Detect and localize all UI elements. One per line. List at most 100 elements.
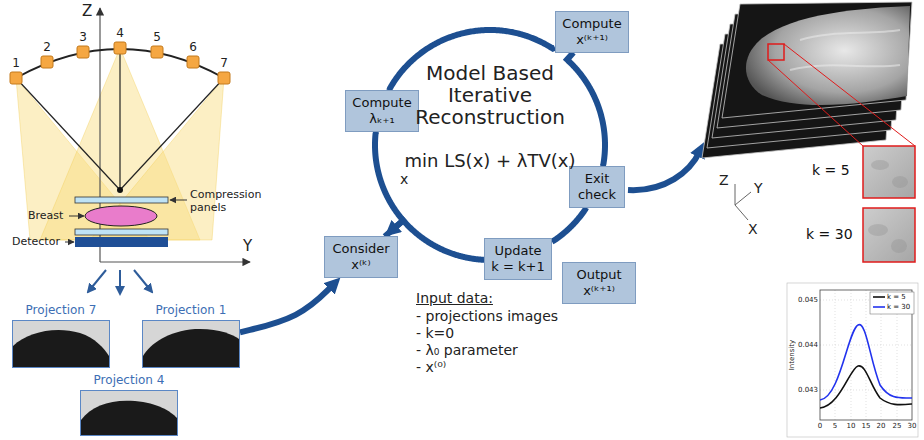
central-rays bbox=[16, 48, 224, 190]
x-ray-sources bbox=[10, 42, 230, 84]
source-number: 1 bbox=[12, 56, 20, 70]
profile-curve bbox=[820, 325, 912, 400]
axis bbox=[735, 192, 751, 205]
source-number: 6 bbox=[189, 40, 197, 54]
source bbox=[218, 72, 230, 84]
axis-label: Z bbox=[719, 172, 729, 189]
legend-line bbox=[873, 304, 885, 310]
connector bbox=[392, 220, 484, 259]
source bbox=[41, 56, 53, 68]
source-number: 3 bbox=[79, 30, 87, 44]
box-label: Output x⁽ᵏ⁺¹⁾ bbox=[568, 267, 630, 298]
ray bbox=[120, 78, 224, 190]
legend-line bbox=[873, 296, 885, 298]
texture bbox=[892, 176, 908, 188]
projection-title: Projection 4 bbox=[71, 373, 187, 387]
process-box: Exit check bbox=[569, 166, 625, 207]
part-label: Breast bbox=[28, 209, 63, 222]
input-item: - k=0 bbox=[416, 325, 454, 342]
grid-line bbox=[851, 290, 852, 420]
grid-line bbox=[820, 345, 912, 346]
source-number: 2 bbox=[43, 40, 51, 54]
axis bbox=[735, 205, 748, 220]
axis-triad bbox=[735, 184, 751, 220]
input-item: - λ₀ parameter bbox=[416, 342, 518, 359]
projection-ground bbox=[13, 321, 109, 367]
source bbox=[114, 42, 126, 54]
compression-panel bbox=[75, 229, 168, 235]
plot-area bbox=[820, 290, 912, 420]
projection-arrows bbox=[88, 270, 152, 294]
source bbox=[10, 72, 22, 84]
grid-line bbox=[866, 290, 867, 420]
input-item: - x⁽⁰⁾ bbox=[416, 359, 446, 376]
iteration-label: k = 5 bbox=[812, 162, 850, 179]
breast bbox=[85, 206, 157, 226]
part-label: Compression panels bbox=[190, 188, 268, 214]
axis-label: Y bbox=[243, 237, 252, 255]
axis-label: Z bbox=[82, 2, 92, 20]
leader-arrow bbox=[65, 242, 74, 243]
part-label: Detector bbox=[12, 235, 60, 248]
iteration-label: k = 30 bbox=[806, 226, 853, 243]
connector bbox=[567, 53, 605, 167]
axis-title: Intensity bbox=[788, 340, 796, 370]
loop-title: Model Based Iterative Reconstruction bbox=[410, 62, 570, 128]
zoom-inset bbox=[863, 208, 915, 262]
tick-label: 20 bbox=[877, 422, 886, 430]
box-label: Exit check bbox=[575, 171, 619, 202]
tick-label: 5 bbox=[833, 422, 837, 430]
process-box: Consider x⁽ᵏ⁾ bbox=[324, 236, 398, 277]
texture bbox=[891, 239, 907, 253]
legend-text: k = 30 bbox=[887, 303, 910, 311]
axis-label: X bbox=[748, 221, 758, 238]
tick-label: 0 bbox=[818, 422, 822, 430]
projection-silhouette bbox=[13, 330, 109, 367]
tick-label: 0.044 bbox=[798, 341, 818, 349]
projection-image: Projection 4 bbox=[80, 390, 178, 436]
mammogram-tissue bbox=[790, 30, 900, 70]
zoom-leader bbox=[784, 44, 915, 146]
texture bbox=[871, 160, 889, 170]
source-number: 4 bbox=[116, 26, 124, 40]
projection-silhouette bbox=[81, 401, 177, 435]
legend-text: k = 5 bbox=[887, 293, 906, 301]
arrow bbox=[134, 270, 152, 292]
arrow bbox=[88, 270, 106, 292]
texture bbox=[868, 224, 888, 236]
grid-line bbox=[820, 390, 912, 391]
zoom-region bbox=[768, 44, 784, 60]
source bbox=[77, 46, 89, 58]
y-axis bbox=[100, 261, 250, 262]
leader-arrow bbox=[69, 216, 84, 217]
tick-label: 15 bbox=[862, 422, 871, 430]
source-number: 7 bbox=[220, 56, 228, 70]
input-item: - projections images bbox=[416, 308, 558, 325]
axis-label: Y bbox=[754, 180, 763, 197]
leader-arrow bbox=[170, 200, 187, 201]
projection-title: Projection 1 bbox=[133, 303, 249, 317]
formula-subscript: x bbox=[400, 171, 408, 188]
tick-label: 0.043 bbox=[798, 386, 818, 394]
source bbox=[187, 56, 199, 68]
connector bbox=[240, 285, 333, 333]
objective-formula: min LS(x) + λTV(x) bbox=[405, 150, 576, 172]
source-number: 5 bbox=[153, 30, 161, 44]
box-label: Update k = k+1 bbox=[490, 243, 546, 274]
source bbox=[151, 46, 163, 58]
slice-stack bbox=[702, 2, 912, 158]
tick-label: 10 bbox=[847, 422, 856, 430]
chart-frame bbox=[787, 283, 918, 437]
ray bbox=[16, 78, 120, 190]
projection-ground bbox=[81, 391, 177, 435]
zoom-inset bbox=[863, 146, 915, 198]
zoom-leader bbox=[768, 60, 863, 146]
tick-label: 30 bbox=[908, 422, 917, 430]
projection-ground bbox=[143, 321, 239, 367]
output-arrow bbox=[628, 151, 700, 190]
process-box: Compute λₖ₊₁ bbox=[345, 90, 419, 131]
input-heading: Input data: bbox=[416, 290, 493, 307]
focal-point bbox=[117, 187, 123, 193]
box-label: Compute x⁽ᵏ⁺¹⁾ bbox=[561, 16, 623, 47]
